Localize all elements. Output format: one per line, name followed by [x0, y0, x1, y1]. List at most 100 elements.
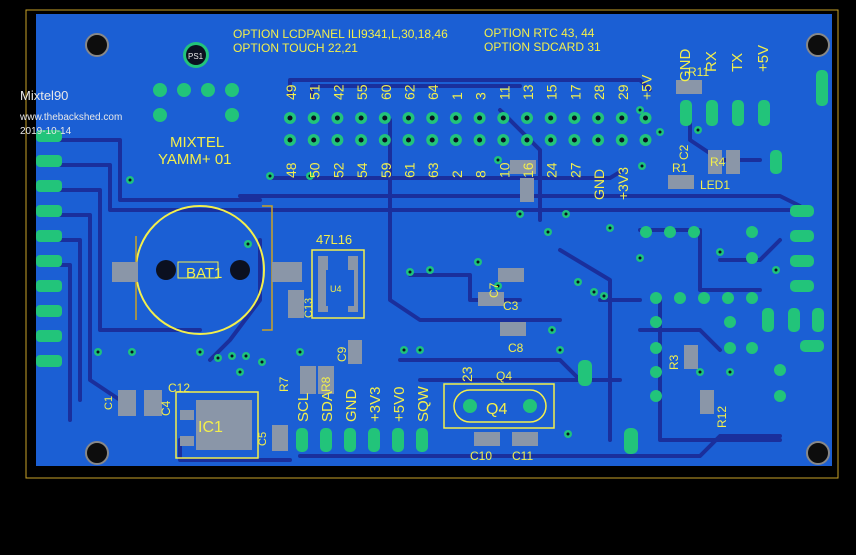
header-pad-hole	[477, 137, 483, 143]
led1-label: LED1	[700, 178, 730, 192]
via-hole	[496, 284, 500, 288]
header-pad-hole	[406, 115, 411, 121]
via-hole	[246, 242, 250, 246]
via-hole	[546, 230, 550, 234]
r1-label: R1	[672, 161, 688, 175]
header-top-pin-label: 11	[496, 85, 512, 100]
via-hole	[592, 290, 596, 294]
header-top-pin-label: 17	[567, 84, 583, 100]
via-hole	[418, 348, 422, 352]
via-hole	[130, 350, 134, 354]
c4-label: C4	[159, 400, 173, 416]
date-label: 2019-10-14	[20, 126, 72, 137]
via-hole	[638, 108, 642, 112]
header-bottom-pin-label: 2	[449, 170, 465, 178]
bottom-pin-label: SDA	[319, 391, 336, 422]
right-connector-pads	[762, 70, 828, 352]
bottom-pin-label: SCL	[295, 393, 312, 422]
header-bottom-pin-label: 52	[330, 162, 346, 178]
pin23-label: 23	[459, 366, 475, 382]
via-hole	[260, 360, 264, 364]
serial-pin-label: RX	[703, 51, 720, 72]
via-hole	[402, 348, 406, 352]
option-sdcard: OPTION SDCARD 31	[484, 40, 601, 54]
header-pad-hole	[334, 115, 340, 121]
header-bottom-pin-label: 54	[354, 162, 370, 178]
header-pad-hole	[548, 115, 554, 121]
via-hole	[496, 158, 500, 162]
header-bottom-pin-label: GND	[591, 169, 607, 200]
bottom-pin-label: GND	[343, 389, 360, 423]
via-hole	[230, 354, 234, 358]
header-bottom-pin-label: 8	[473, 170, 489, 178]
header-bottom-pin-label: 24	[544, 162, 560, 178]
c5-label: C5	[257, 432, 269, 446]
serial-pin-label: +5V	[755, 45, 772, 72]
header-pad-hole	[382, 115, 388, 121]
serial-pin-label: GND	[677, 49, 694, 83]
c12-label: C12	[168, 381, 190, 395]
chip-ic1	[175, 391, 259, 459]
header-pad-hole	[595, 115, 601, 121]
header-top-row-pads	[284, 112, 652, 124]
bat-label: BAT1	[186, 265, 222, 282]
header-pad-hole	[429, 137, 435, 143]
option-lcd: OPTION LCDPANEL ILI9341,L,30,18,46	[233, 27, 448, 41]
mounting-holes	[85, 33, 830, 465]
serial-header-pads	[680, 100, 770, 126]
via-hole	[244, 354, 248, 358]
header-top-pin-label: 62	[402, 84, 418, 100]
header-pad-hole	[358, 137, 364, 143]
c3-label: C3	[503, 299, 519, 313]
header-bottom-pin-label: 27	[567, 162, 583, 178]
via-hole	[602, 294, 606, 298]
c11-label: C11	[512, 449, 533, 463]
header-top-pin-label: 15	[544, 84, 560, 100]
ps1-label: PS1	[188, 52, 204, 61]
ic1-label: IC1	[198, 419, 223, 436]
header-bottom-pin-label: 50	[307, 162, 323, 178]
board-outline	[25, 9, 839, 479]
header-pad-hole	[406, 137, 411, 143]
via-hole	[268, 174, 272, 178]
c9-label: C9	[335, 346, 349, 362]
via-hole	[658, 130, 662, 134]
header-top-pin-label: 3	[473, 92, 489, 100]
header-pad-hole	[334, 137, 340, 143]
r4-label: R4	[710, 155, 726, 169]
traces	[58, 78, 802, 462]
header-top-pin-label: 1	[449, 92, 465, 100]
via-hole	[566, 432, 570, 436]
header-top-pin-label: 42	[330, 84, 346, 100]
via-hole	[408, 270, 412, 274]
r3-label: R3	[667, 354, 681, 370]
chip-47l16-label: 47L16	[316, 232, 352, 247]
via-hole	[638, 256, 642, 260]
bottom-pin-label: +3V3	[367, 387, 384, 422]
header-top-pin-label: 29	[615, 84, 631, 100]
bottom-header-pads	[296, 360, 638, 454]
header-bottom-pin-label: 63	[425, 162, 441, 178]
header-pad-hole	[571, 137, 577, 143]
edge-connector-left	[36, 130, 62, 367]
header-pad-hole	[382, 137, 388, 143]
header-pad-hole	[500, 137, 506, 143]
header-pad-hole	[287, 115, 293, 121]
via-hole	[550, 328, 554, 332]
header-pad-hole	[429, 115, 435, 121]
via-hole	[518, 212, 522, 216]
header-top-pin-label: 64	[425, 84, 441, 100]
via-hole	[216, 356, 220, 360]
r7-label: R7	[277, 376, 291, 392]
via-hole	[308, 174, 312, 178]
via-hole	[298, 350, 302, 354]
header-top-pin-label: 55	[354, 84, 370, 100]
c8-label: C8	[508, 341, 524, 355]
header-pad-hole	[311, 137, 317, 143]
crystal-q4	[443, 383, 555, 429]
option-touch: OPTION TOUCH 22,21	[233, 41, 358, 55]
via-hole	[608, 226, 612, 230]
